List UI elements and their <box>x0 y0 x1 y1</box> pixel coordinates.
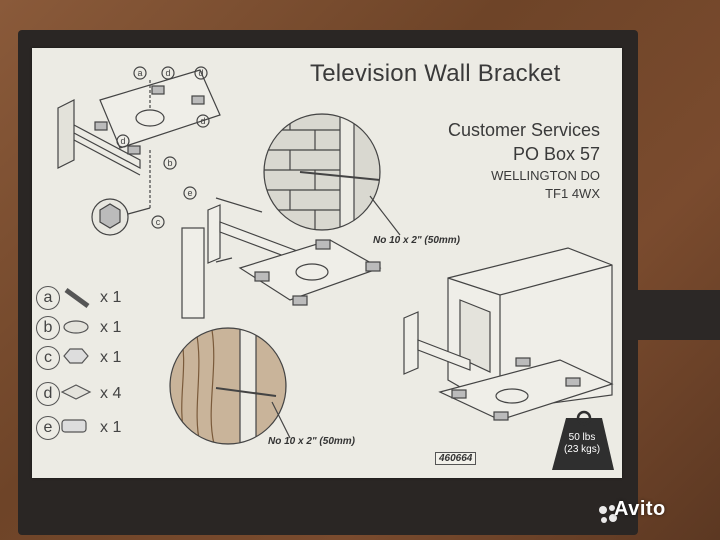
part-row-c: c x 1 <box>36 343 121 373</box>
address-line-1: Customer Services <box>447 120 600 140</box>
svg-text:c: c <box>156 217 161 227</box>
part-row-a: a x 1 <box>36 283 121 313</box>
part-row-e: e x 1 <box>36 413 121 443</box>
screw-label-wood: No 10 x 2" (50mm) <box>268 436 355 447</box>
part-qty: x 1 <box>100 419 122 436</box>
part-letter: c <box>36 346 60 370</box>
weight-kgs: (23 kgs) <box>563 444 601 455</box>
watermark-text: Avito <box>614 498 666 520</box>
svg-text:a: a <box>137 68 142 78</box>
svg-text:d: d <box>200 116 205 126</box>
part-qty: x 1 <box>100 289 122 306</box>
address-line-3: WELLINGTON DO <box>491 168 600 183</box>
svg-text:e: e <box>187 188 192 198</box>
svg-text:b: b <box>167 158 172 168</box>
weight-lbs: 50 lbs <box>568 432 596 443</box>
svg-text:d: d <box>120 136 125 146</box>
address-line-2: PO Box 57 <box>512 144 600 164</box>
svg-text:d: d <box>165 68 170 78</box>
part-row-b: b x 1 <box>36 313 121 343</box>
part-letter: b <box>36 316 60 340</box>
part-qty: x 4 <box>100 385 122 402</box>
board-edge <box>620 290 720 340</box>
part-row-d: d x 4 <box>36 379 121 409</box>
svg-text:d: d <box>198 68 203 78</box>
part-qty: x 1 <box>100 319 122 336</box>
weight-badge: 50 lbs (23 kgs) <box>552 432 612 456</box>
part-qty: x 1 <box>100 349 122 366</box>
part-letter: a <box>36 286 60 310</box>
part-letter: e <box>36 416 60 440</box>
address-line-4: TF1 4WX <box>545 186 600 201</box>
product-code: 460664 <box>435 452 477 465</box>
screw-label-brick: No 10 x 2" (50mm) <box>373 235 460 246</box>
page-title: Television Wall Bracket <box>310 60 561 87</box>
part-letter: d <box>36 382 60 406</box>
